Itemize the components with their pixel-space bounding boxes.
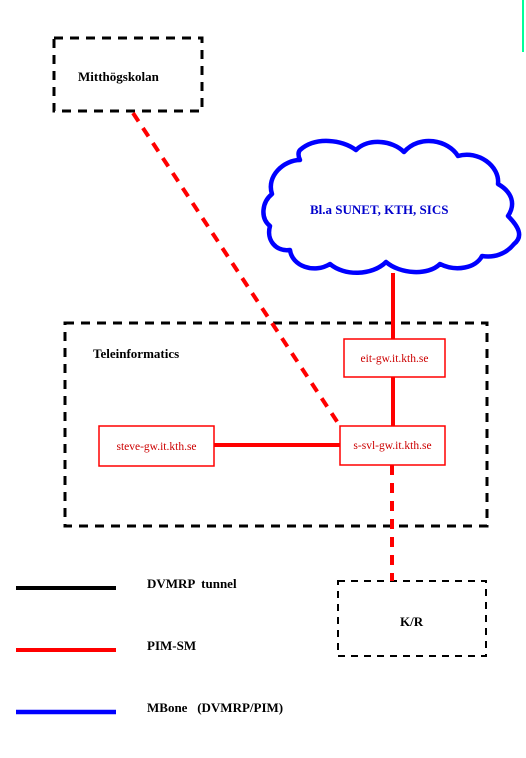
router-label-steve: steve-gw.it.kth.se	[116, 441, 196, 453]
site-label-teleinformatics: Teleinformatics	[93, 346, 179, 361]
router-label-ssvl: s-svl-gw.it.kth.se	[353, 440, 431, 452]
router-box-steve	[98, 425, 215, 467]
legend-label-dvmrp: DVMRP tunnel	[147, 576, 237, 591]
site-box-teleinformatics	[63, 321, 489, 528]
router-box-ssvl	[339, 425, 446, 466]
site-box-kr	[337, 580, 487, 657]
site-label-mitthogskolan: Mitthögskolan	[78, 69, 160, 84]
legend: DVMRP tunnel PIM-SM MBone (DVMRP/PIM)	[16, 576, 283, 715]
legend-label-mbone: MBone (DVMRP/PIM)	[147, 700, 283, 715]
site-label-kr: K/R	[400, 614, 424, 629]
router-label-eit: eit-gw.it.kth.se	[361, 353, 429, 365]
cloud-label: Bl.a SUNET, KTH, SICS	[310, 202, 448, 217]
legend-label-pim: PIM-SM	[147, 638, 196, 653]
router-box-eit	[343, 338, 446, 378]
mbone-cloud	[261, 138, 522, 275]
link-mitthogskolan-ssvl	[131, 111, 342, 428]
site-box-mitthogskolan	[52, 36, 204, 113]
